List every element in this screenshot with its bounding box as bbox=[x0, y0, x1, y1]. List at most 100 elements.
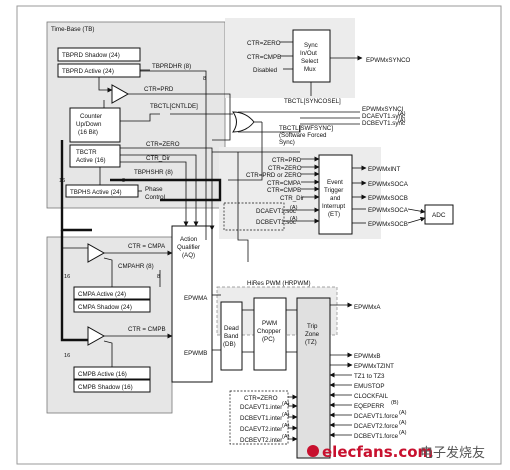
svg-text:DCAEVT1.soc: DCAEVT1.soc bbox=[256, 208, 296, 215]
svg-text:TBPRD Active (24): TBPRD Active (24) bbox=[62, 68, 114, 75]
svg-text:CMPB Active (16): CMPB Active (16) bbox=[78, 371, 127, 378]
et-output-label: EPWMxSOCB bbox=[368, 195, 408, 202]
svg-text:(TZ): (TZ) bbox=[305, 339, 317, 346]
svg-text:EQEPERR: EQEPERR bbox=[354, 403, 385, 410]
et-region bbox=[219, 147, 381, 239]
bus-width-label: 16 bbox=[64, 353, 70, 359]
svg-text:EMUSTOP: EMUSTOP bbox=[354, 383, 384, 390]
counter-box: Counter Up/Down (16 Bit) bbox=[69, 107, 121, 143]
bus-width-label: 8 bbox=[203, 76, 206, 82]
et-output-label: EPWMxSOCA bbox=[368, 207, 409, 214]
et-input-label: CTR=ZERO bbox=[268, 165, 302, 172]
tbprdhr-label: TBPRDHR (8) bbox=[152, 63, 191, 70]
svg-text:Band: Band bbox=[224, 333, 239, 340]
svg-text:Select: Select bbox=[301, 58, 318, 65]
tbphs-active: TBPHS Active (24) bbox=[65, 184, 139, 198]
svg-text:(A): (A) bbox=[399, 410, 407, 416]
cmpa-shadow: CMPA Shadow (24) bbox=[73, 299, 151, 313]
tbctr-active: TBCTR Active (16) bbox=[69, 144, 121, 168]
svg-text:(A): (A) bbox=[282, 434, 290, 440]
dead-band-box: Dead Band (DB) bbox=[220, 301, 243, 371]
svg-text:Mux: Mux bbox=[304, 66, 317, 73]
action-qualifier-box: Action Qualifier (AQ) bbox=[171, 225, 213, 383]
svg-text:(AQ): (AQ) bbox=[182, 252, 195, 259]
sync-mux: Sync In/Out Select Mux bbox=[292, 29, 331, 83]
svg-text:(16 Bit): (16 Bit) bbox=[78, 129, 98, 136]
svg-text:(A): (A) bbox=[399, 420, 407, 426]
svg-text:Trigger: Trigger bbox=[324, 187, 343, 194]
tbctl-cntlde-label: TBCTL[CNTLDE] bbox=[150, 103, 198, 110]
epwma-label: EPWMA bbox=[184, 295, 208, 302]
svg-text:Zone: Zone bbox=[305, 331, 320, 338]
cmpb-active: CMPB Active (16) bbox=[73, 366, 151, 380]
epwmxb-label: EPWMxB bbox=[354, 353, 380, 360]
dc-soc-inputs: DCAEVT1.soc DCBEVT1.soc (A) (A) bbox=[223, 202, 298, 231]
svg-text:In/Out: In/Out bbox=[300, 50, 317, 57]
et-input-label: CTR=PRD or ZERO bbox=[246, 172, 302, 179]
svg-text:(B): (B) bbox=[391, 400, 399, 406]
et-output-label: EPWMxSOCB bbox=[368, 221, 408, 228]
svg-text:DCAEVT1.force: DCAEVT1.force bbox=[354, 413, 399, 420]
footnote-mark: (A) bbox=[398, 111, 406, 117]
svg-text:(A): (A) bbox=[282, 401, 290, 407]
swfsync-label: Sync) bbox=[279, 139, 295, 146]
svg-text:(A): (A) bbox=[282, 412, 290, 418]
tbphshr-label: TBPHSHR (8) bbox=[134, 169, 173, 176]
sync-input-label: Disabled bbox=[253, 67, 278, 74]
cmpb-shadow: CMPB Shadow (16) bbox=[73, 379, 151, 393]
ctr-dir-label: CTR_Dir bbox=[146, 155, 170, 162]
svg-text:DCAEVT2.force: DCAEVT2.force bbox=[354, 423, 399, 430]
svg-text:Action: Action bbox=[180, 236, 198, 243]
et-output-label: EPWMxSOCA bbox=[368, 181, 409, 188]
signal-wires bbox=[60, 41, 426, 442]
svg-text:Qualifier: Qualifier bbox=[177, 244, 200, 251]
svg-text:Active (16): Active (16) bbox=[76, 157, 106, 164]
svg-text:TBCTR: TBCTR bbox=[76, 149, 97, 156]
svg-text:CLOCKFAIL: CLOCKFAIL bbox=[354, 393, 389, 400]
svg-text:Interrupt: Interrupt bbox=[322, 203, 345, 210]
svg-text:CMPA Shadow (24): CMPA Shadow (24) bbox=[78, 304, 132, 311]
cmpb-comparator bbox=[87, 326, 106, 346]
epwmb-label: EPWMB bbox=[184, 350, 207, 357]
svg-text:Counter: Counter bbox=[80, 113, 102, 120]
svg-text:(A): (A) bbox=[282, 423, 290, 429]
svg-text:(ET): (ET) bbox=[328, 211, 340, 218]
phase-control-label: Phase bbox=[145, 186, 163, 193]
svg-text:Up/Down: Up/Down bbox=[76, 121, 102, 128]
ctr-prd-label: CTR=PRD bbox=[144, 86, 174, 93]
ctr-cmpa-label: CTR = CMPA bbox=[128, 243, 166, 250]
prd-comparator bbox=[111, 84, 130, 104]
et-output-label: EPWMxINT bbox=[368, 166, 401, 173]
sync-input-label: CTR=ZERO bbox=[247, 40, 281, 47]
tbprd-active: TBPRD Active (24) bbox=[57, 63, 141, 78]
tbprd-shadow: TBPRD Shadow (24) bbox=[57, 47, 141, 62]
svg-text:(A): (A) bbox=[290, 205, 298, 211]
svg-text:Trip: Trip bbox=[307, 323, 318, 330]
sync-in-label: EPWMxSYNCI bbox=[362, 106, 404, 113]
svg-text:ADC: ADC bbox=[432, 212, 446, 219]
svg-text:elecfans.com: elecfans.com bbox=[322, 443, 433, 461]
watermark: elecfans.com 电子发烧友 bbox=[307, 443, 485, 461]
svg-text:Event: Event bbox=[327, 179, 343, 186]
svg-text:DCAEVT2.inter: DCAEVT2.inter bbox=[240, 426, 282, 433]
sync-output-label: EPWMxSYNCO bbox=[366, 57, 411, 64]
dc-inter-inputs: CTR=ZERO DCAEVT1.inter DCBEVT1.inter DCA… bbox=[229, 390, 290, 445]
trip-zone-box: Trip Zone (TZ) bbox=[296, 297, 331, 459]
event-trigger-box: Event Trigger and Interrupt (ET) bbox=[318, 154, 353, 235]
et-input-label: CTR=CMPA bbox=[267, 180, 302, 187]
swfsync-label: TBCTL[SWFSYNC] bbox=[279, 125, 333, 132]
phase-control-label: Control bbox=[145, 194, 165, 201]
sync-in-label: DCBEVT1.sync bbox=[362, 120, 405, 127]
svg-text:PWM: PWM bbox=[262, 320, 277, 327]
syncosel-label: TBCTL[SYNCOSEL] bbox=[284, 98, 341, 105]
epwmxa-label: EPWMxA bbox=[354, 304, 381, 311]
trip-inputs: TZ1 to TZ3 EMUSTOP CLOCKFAIL EQEPERR DCA… bbox=[354, 373, 407, 440]
et-input-label: CTR_Dir bbox=[280, 195, 304, 202]
bus-width-label: 16 bbox=[64, 274, 70, 280]
sync-or-gate bbox=[232, 111, 255, 133]
svg-text:TBPRD Shadow (24): TBPRD Shadow (24) bbox=[62, 52, 120, 59]
svg-text:DCBEVT1.inter: DCBEVT1.inter bbox=[240, 415, 282, 422]
svg-text:CMPB Shadow (16): CMPB Shadow (16) bbox=[78, 384, 133, 391]
